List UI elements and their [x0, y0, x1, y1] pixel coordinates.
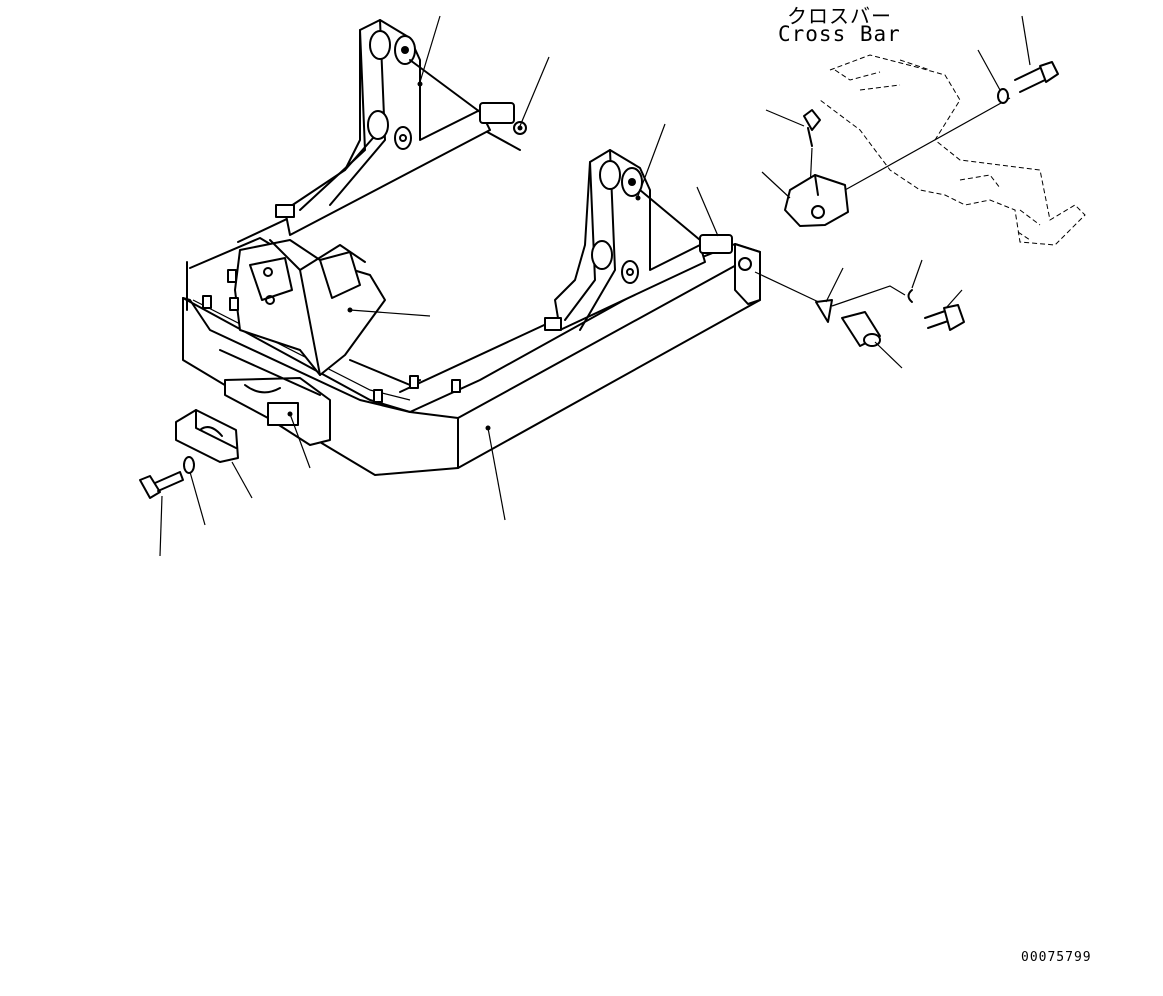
cap-block: [175, 409, 239, 463]
cross-bar-label-jp: クロスバー: [787, 4, 892, 28]
leader-lines: [159, 15, 1031, 557]
center-bracket: [234, 239, 386, 376]
figure-code: 00075799: [1021, 950, 1092, 965]
right-tower: [544, 149, 733, 331]
cross-bar-label-en: Cross Bar: [778, 22, 901, 46]
bolt-upper-right: [997, 61, 1059, 104]
lower-mount: [219, 349, 331, 446]
pin-assembly: [754, 271, 965, 347]
cross-bar-phantom: [819, 54, 1086, 246]
bolt-left: [139, 456, 195, 499]
left-tower: [275, 19, 527, 236]
frame-pins: [202, 269, 461, 403]
pin-bracket: [784, 174, 849, 227]
